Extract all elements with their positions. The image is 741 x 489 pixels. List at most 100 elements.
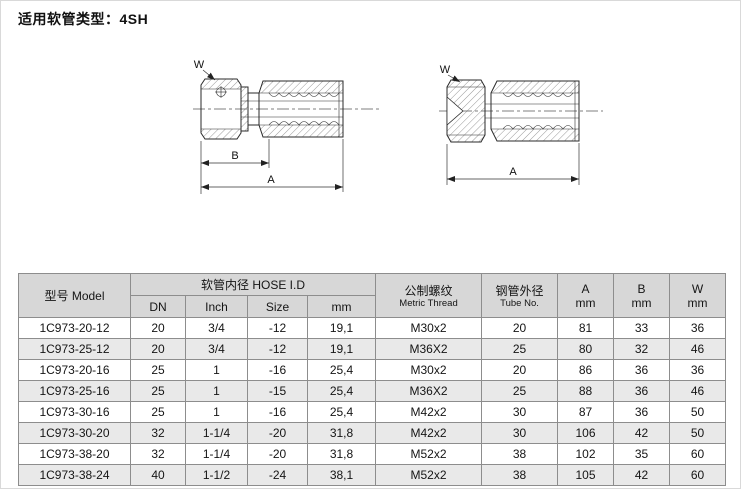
table-cell: -16 bbox=[247, 401, 308, 423]
table-cell: 1C973-20-12 bbox=[18, 317, 131, 339]
table-cell: 36 bbox=[669, 359, 727, 381]
col-header-model: 型号 Model bbox=[18, 273, 131, 318]
table-cell: 1 bbox=[185, 401, 248, 423]
table-cell: 1C973-25-16 bbox=[18, 380, 131, 402]
tube-cn: 钢管外径 bbox=[495, 284, 544, 298]
table-cell: -20 bbox=[247, 422, 308, 444]
table-cell: 42 bbox=[613, 464, 671, 486]
table-cell: 31,8 bbox=[306, 443, 377, 465]
table-cell: 36 bbox=[613, 401, 671, 423]
table-cell: 3/4 bbox=[185, 317, 248, 339]
w-leader: W bbox=[194, 59, 216, 81]
table-cell: 86 bbox=[557, 359, 615, 381]
table-cell: 30 bbox=[481, 401, 559, 423]
col-header-size: Size bbox=[247, 295, 308, 318]
table-cell: M36X2 bbox=[375, 338, 483, 360]
col-header-inch: Inch bbox=[185, 295, 248, 318]
table-cell: 1C973-30-16 bbox=[18, 401, 131, 423]
table-cell: 1C973-20-16 bbox=[18, 359, 131, 381]
table-cell: 25 bbox=[481, 380, 559, 402]
dimension-b: B bbox=[200, 139, 270, 194]
table-cell: 32 bbox=[130, 422, 186, 444]
table-cell: 40 bbox=[130, 464, 186, 486]
table-cell: 25,4 bbox=[306, 359, 377, 381]
table-cell: 31,8 bbox=[306, 422, 377, 444]
header-row-2: DN Inch Size mm bbox=[19, 295, 726, 318]
col-header-b: B mm bbox=[613, 273, 671, 318]
table-cell: 36 bbox=[669, 317, 727, 339]
col-header-a: A mm bbox=[557, 273, 615, 318]
dimension-a: A bbox=[446, 143, 580, 185]
table-cell: 1C973-30-20 bbox=[18, 422, 131, 444]
col-header-mm: mm bbox=[306, 295, 377, 318]
table-cell: -15 bbox=[247, 380, 308, 402]
page-title: 适用软管类型：4SH bbox=[18, 11, 149, 27]
table-cell: 38 bbox=[481, 443, 559, 465]
table-cell: 38,1 bbox=[306, 464, 377, 486]
table-cell: 25 bbox=[130, 401, 186, 423]
crimp-serration-bottom bbox=[268, 121, 340, 126]
table-cell: 102 bbox=[557, 443, 615, 465]
table-cell: -12 bbox=[247, 338, 308, 360]
table-cell: 81 bbox=[557, 317, 615, 339]
metric-thread-en: Metric Thread bbox=[399, 298, 458, 309]
crimp-shell bbox=[485, 80, 580, 142]
table-cell: 36 bbox=[613, 380, 671, 402]
table-cell: -12 bbox=[247, 317, 308, 339]
table-cell: 46 bbox=[669, 338, 727, 360]
table-cell: 20 bbox=[130, 317, 186, 339]
table-cell: M52x2 bbox=[375, 464, 483, 486]
table-cell: 19,1 bbox=[306, 338, 377, 360]
metric-thread-cn: 公制螺纹 bbox=[404, 284, 453, 298]
hex-nut bbox=[446, 79, 486, 143]
table-cell: 38 bbox=[481, 464, 559, 486]
table-cell: 1C973-25-12 bbox=[18, 338, 131, 360]
table-cell: 33 bbox=[613, 317, 671, 339]
header-row-1: 型号 Model 软管内径 HOSE I.D 公制螺纹 Metric Threa… bbox=[18, 273, 727, 318]
table-cell: M52x2 bbox=[375, 443, 483, 465]
table-cell: M30x2 bbox=[375, 317, 483, 339]
table-cell: -16 bbox=[247, 359, 308, 381]
table-cell: 88 bbox=[557, 380, 615, 402]
table-cell: M42x2 bbox=[375, 401, 483, 423]
a-unit: mm bbox=[575, 295, 596, 310]
table-cell: 50 bbox=[669, 401, 727, 423]
table-cell: 30 bbox=[481, 422, 559, 444]
table-cell: 1-1/4 bbox=[185, 443, 248, 465]
table-cell: 20 bbox=[481, 317, 559, 339]
table-cell: 50 bbox=[669, 422, 727, 444]
table-cell: M30x2 bbox=[375, 359, 483, 381]
table-cell: 36 bbox=[613, 359, 671, 381]
cone-seat bbox=[446, 96, 464, 126]
table-cell: 87 bbox=[557, 401, 615, 423]
dim-label-a: A bbox=[267, 174, 275, 186]
table-cell: 60 bbox=[669, 443, 727, 465]
table-cell: 1C973-38-24 bbox=[18, 464, 131, 486]
b-label: B bbox=[637, 281, 646, 296]
table-cell: 106 bbox=[557, 422, 615, 444]
table-cell: 105 bbox=[557, 464, 615, 486]
w-leader: W bbox=[440, 64, 461, 83]
table-cell: 25,4 bbox=[306, 401, 377, 423]
table-cell: 19,1 bbox=[306, 317, 377, 339]
table-cell: 46 bbox=[669, 380, 727, 402]
col-header-hose-id: 软管内径 HOSE I.D bbox=[129, 273, 377, 296]
b-unit: mm bbox=[631, 295, 652, 310]
table-cell: 32 bbox=[130, 443, 186, 465]
table-cell: 35 bbox=[613, 443, 671, 465]
col-header-w: W mm bbox=[669, 273, 727, 318]
crimp-shell bbox=[241, 80, 344, 138]
dimension-a: A bbox=[201, 139, 344, 192]
table-cell: 25 bbox=[130, 359, 186, 381]
table-cell: 1-1/4 bbox=[185, 422, 248, 444]
table-cell: 42 bbox=[613, 422, 671, 444]
table-cell: 1-1/2 bbox=[185, 464, 248, 486]
table-cell: 1C973-38-20 bbox=[18, 443, 131, 465]
